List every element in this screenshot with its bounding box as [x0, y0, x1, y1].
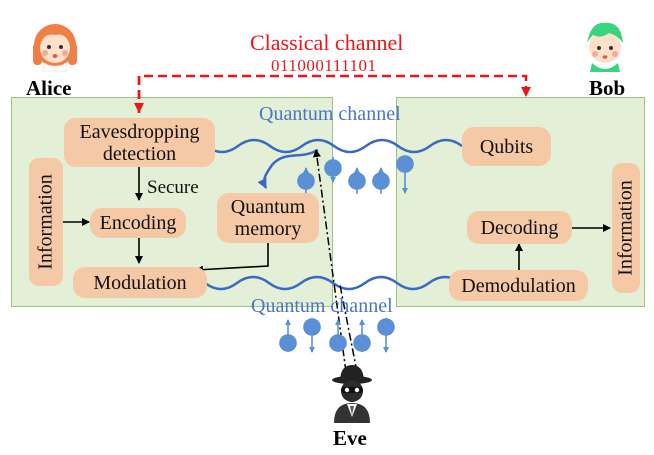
classical-channel-line: [134, 74, 531, 113]
quantum-wave-top: [177, 136, 463, 189]
encoding-box: Encoding: [90, 208, 186, 238]
alice-avatar: [33, 24, 77, 72]
alice-flow-arrows: [63, 167, 269, 274]
qubits-bottom: [279, 318, 395, 353]
demodulation-box: Demodulation: [449, 270, 588, 301]
bob-avatar: [587, 22, 623, 72]
bob-information-box: Information: [612, 163, 640, 293]
classical-channel-bits: 011000111101: [271, 56, 377, 75]
alice-information-label: Information: [34, 174, 57, 270]
eve-name: Eve: [333, 426, 367, 450]
classical-channel-title: Classical channel: [250, 30, 404, 55]
bob-information-label: Information: [614, 180, 637, 276]
quantum-memory-box: Quantum memory: [217, 193, 319, 243]
qubits-box: Qubits: [462, 127, 551, 166]
quantum-channel-label-bottom: Quantum channel: [251, 295, 393, 317]
quantum-memory-line2: memory: [234, 218, 302, 240]
qubits-top: [297, 155, 414, 194]
eavesdropping-line1: Eavesdropping: [79, 120, 200, 143]
eavesdropping-detection-box: Eavesdropping detection: [64, 118, 215, 167]
quantum-channel-label-top: Quantum channel: [259, 103, 401, 125]
alice-information-box: Information: [29, 158, 63, 286]
eve-spy-icon: [332, 365, 372, 423]
bob-flow-arrows: [515, 224, 611, 270]
decoding-box: Decoding: [467, 211, 572, 244]
alice-name: Alice: [26, 76, 72, 100]
quantum-wave-bottom: [204, 275, 483, 294]
secure-label: Secure: [147, 177, 199, 198]
bob-name: Bob: [589, 76, 626, 100]
eavesdropping-line2: detection: [102, 142, 177, 165]
modulation-box: Modulation: [73, 267, 207, 298]
quantum-memory-line1: Quantum: [230, 196, 306, 218]
